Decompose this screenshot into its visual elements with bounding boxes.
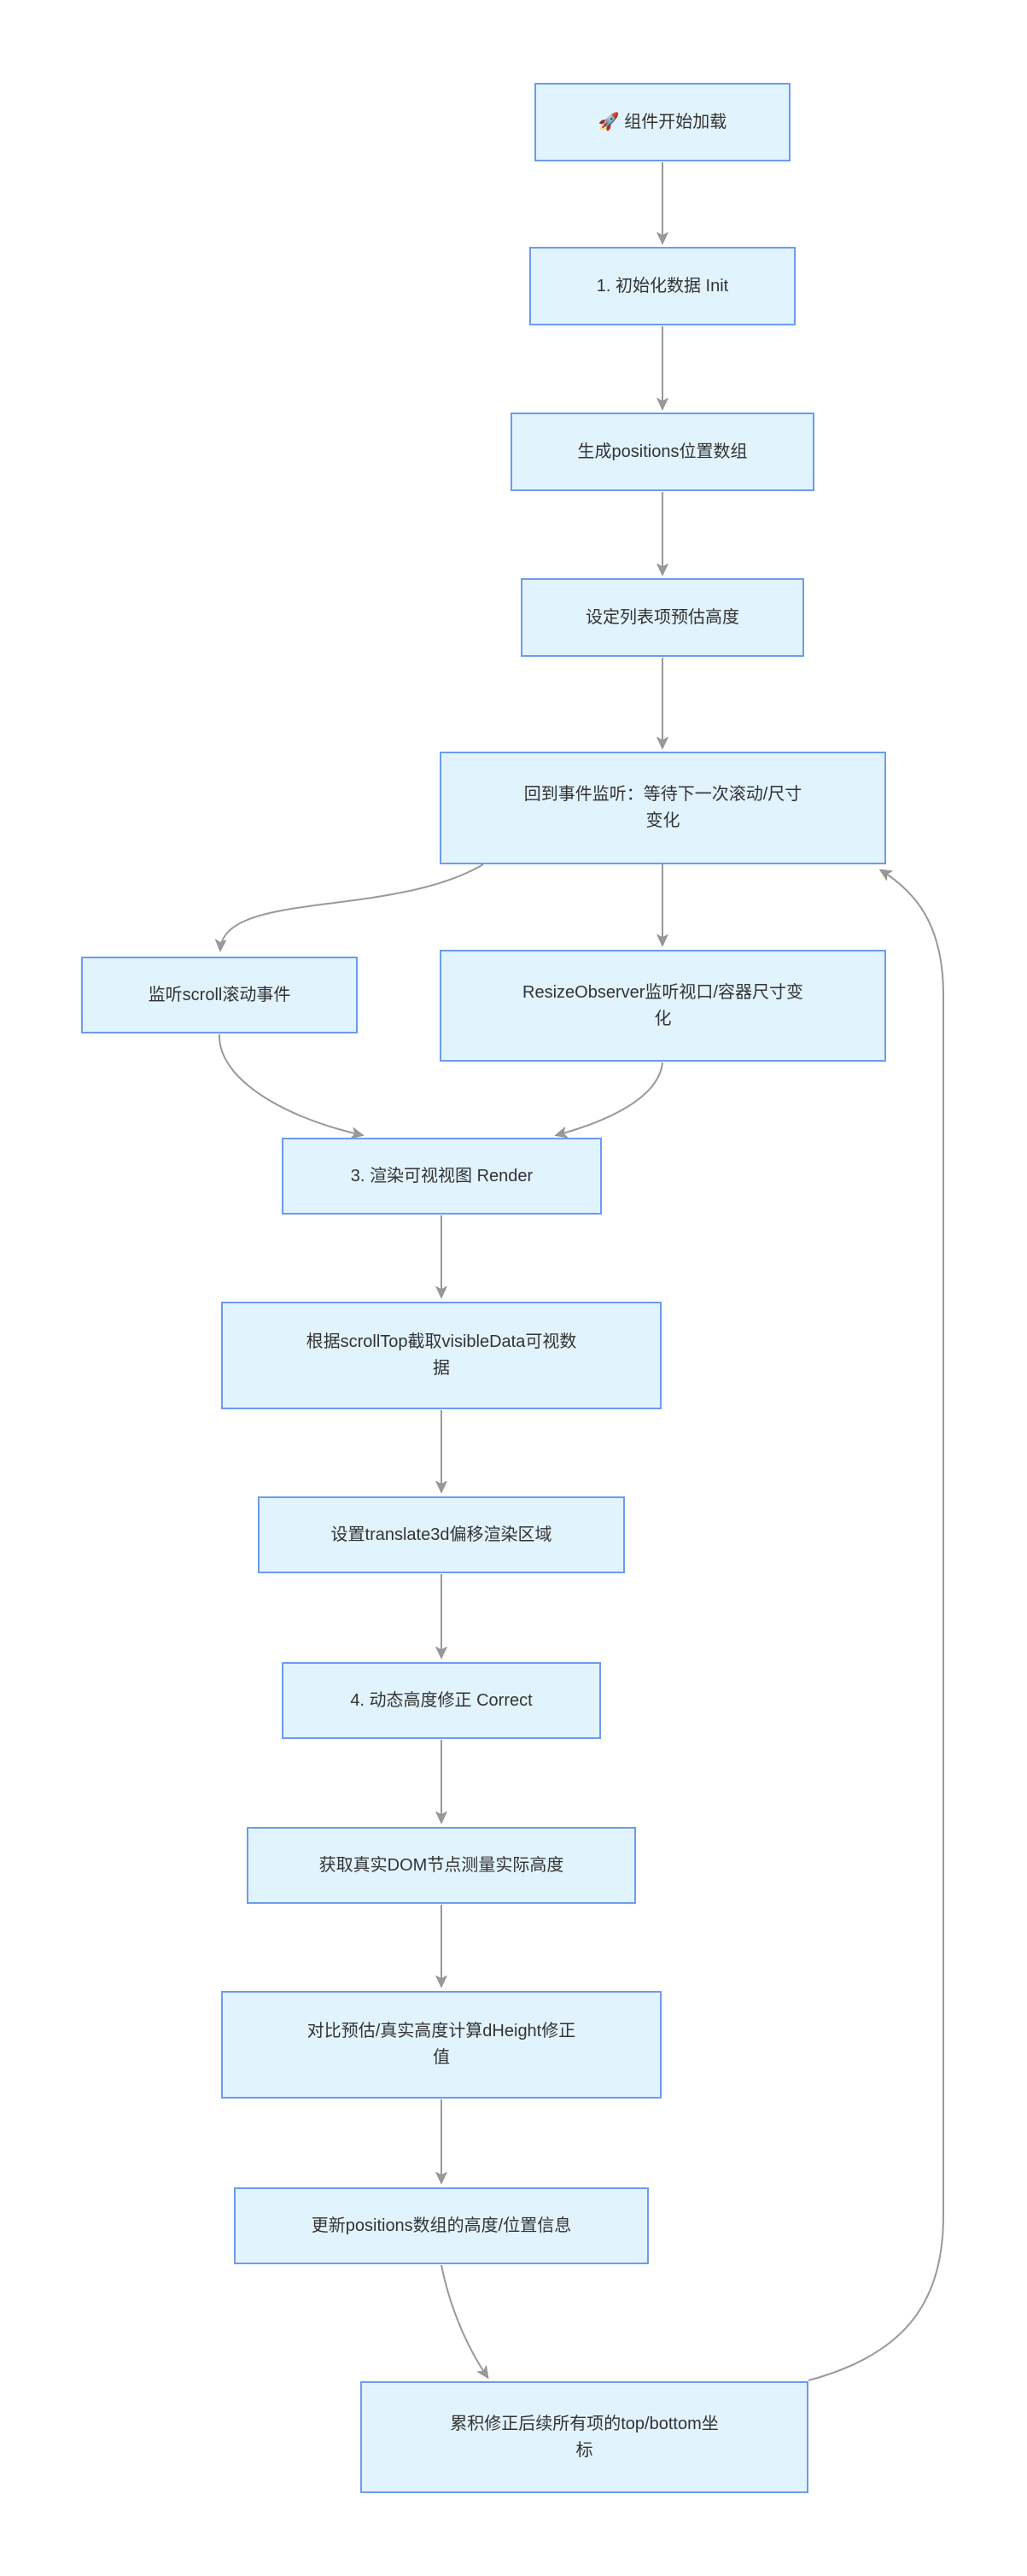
flow-node-label: 生成positions位置数组: [577, 442, 748, 461]
flow-node-listenloop: 回到事件监听：等待下一次滚动/尺寸 变化: [440, 752, 886, 864]
flow-node-label: 对比预估/真实高度计算dHeight修正 值: [306, 2022, 576, 2067]
flow-node-label: 累积修正后续所有项的top/bottom坐 标: [450, 2414, 719, 2460]
edge-update-to-accumulate: [441, 2264, 487, 2377]
flow-node-label: ResizeObserver监听视口/容器尺寸变 化: [522, 982, 803, 1028]
flow-node-resize: ResizeObserver监听视口/容器尺寸变 化: [440, 950, 886, 1062]
flow-node-translate: 设置translate3d偏移渲染区域: [258, 1496, 625, 1573]
flow-node-positions: 生成positions位置数组: [511, 413, 814, 491]
flow-node-label: 🚀 组件开始加载: [598, 112, 727, 132]
flow-node-update: 更新positions数组的高度/位置信息: [234, 2187, 649, 2264]
flow-node-label: 1. 初始化数据 Init: [596, 276, 729, 296]
flow-node-estimate: 设定列表项预估高度: [521, 578, 804, 657]
flow-node-label: 4. 动态高度修正 Correct: [350, 1690, 533, 1710]
flow-node-label: 回到事件监听：等待下一次滚动/尺寸 变化: [523, 785, 802, 830]
flow-node-start: 🚀 组件开始加载: [534, 83, 791, 161]
flow-node-correct: 4. 动态高度修正 Correct: [282, 1662, 601, 1739]
flow-node-init: 1. 初始化数据 Init: [529, 247, 796, 325]
flow-node-label: 设置translate3d偏移渲染区域: [330, 1525, 552, 1544]
flow-node-accumulate: 累积修正后续所有项的top/bottom坐 标: [360, 2381, 808, 2493]
edge-scroll-to-render: [218, 1033, 362, 1135]
flow-node-label: 设定列表项预估高度: [586, 607, 739, 627]
flow-node-diff: 对比预估/真实高度计算dHeight修正 值: [221, 1991, 662, 2099]
flow-node-scroll: 监听scroll滚动事件: [81, 957, 358, 1033]
flow-node-measure: 获取真实DOM节点测量实际高度: [247, 1827, 636, 1904]
edge-listenloop-to-scroll: [220, 864, 484, 950]
edge-resize-to-render: [557, 1062, 663, 1135]
flow-node-slice: 根据scrollTop截取visibleData可视数 据: [221, 1302, 662, 1409]
flow-node-render: 3. 渲染可视视图 Render: [282, 1138, 602, 1215]
flow-node-label: 监听scroll滚动事件: [148, 985, 291, 1004]
flow-node-label: 更新positions数组的高度/位置信息: [311, 2216, 572, 2235]
flow-node-label: 3. 渲染可视视图 Render: [350, 1166, 534, 1186]
edge-accumulate-to-listenloop: [808, 870, 944, 2381]
flow-node-label: 根据scrollTop截取visibleData可视数 据: [306, 1332, 577, 1378]
flow-node-label: 获取真实DOM节点测量实际高度: [318, 1855, 564, 1875]
